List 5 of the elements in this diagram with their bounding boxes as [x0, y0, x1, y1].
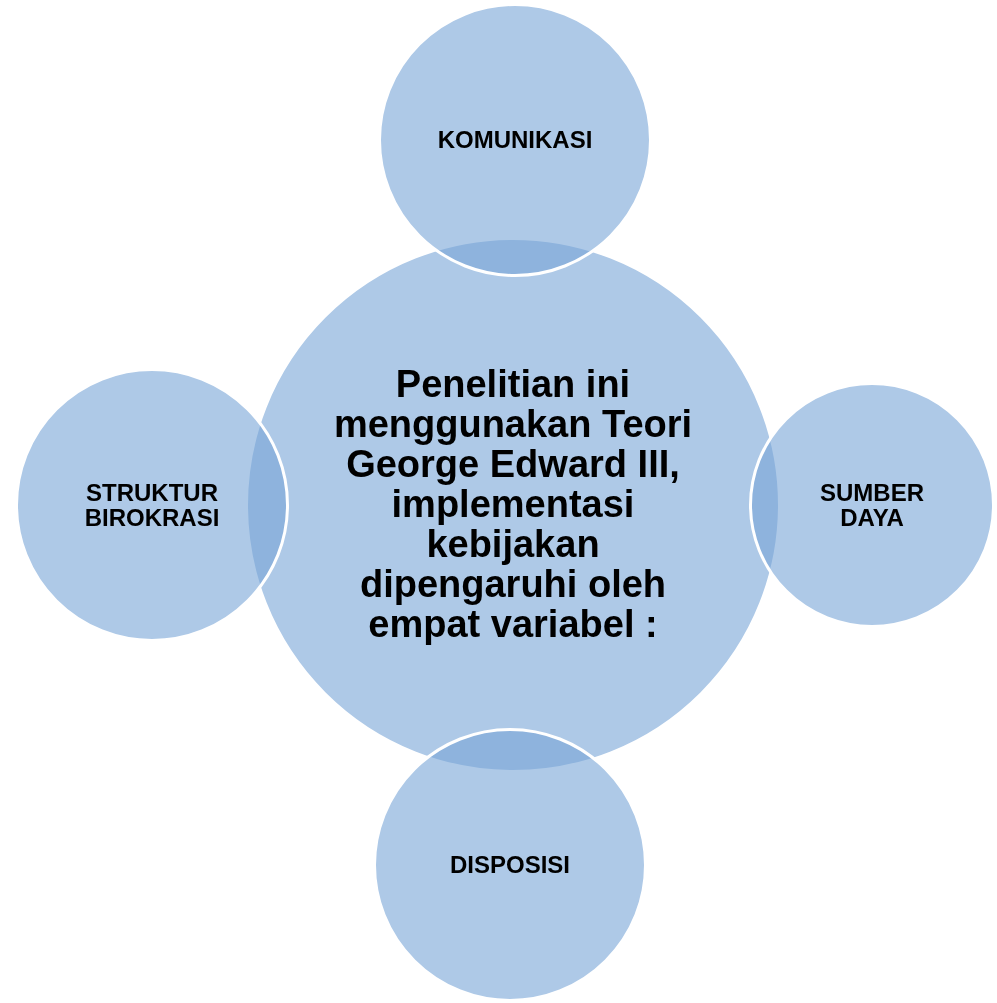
- circle-label: KOMUNIKASI: [437, 127, 593, 153]
- circle-label: SUMBER DAYA: [819, 479, 925, 531]
- circle-label: Penelitian ini menggunakan Teori George Edward III, implementasi kebijakan dipengaruhi oleh empat variabel :: [333, 365, 693, 645]
- circle-label: DISPOSISI: [449, 852, 570, 878]
- circle-label: STRUKTUR BIROKRASI: [83, 479, 221, 531]
